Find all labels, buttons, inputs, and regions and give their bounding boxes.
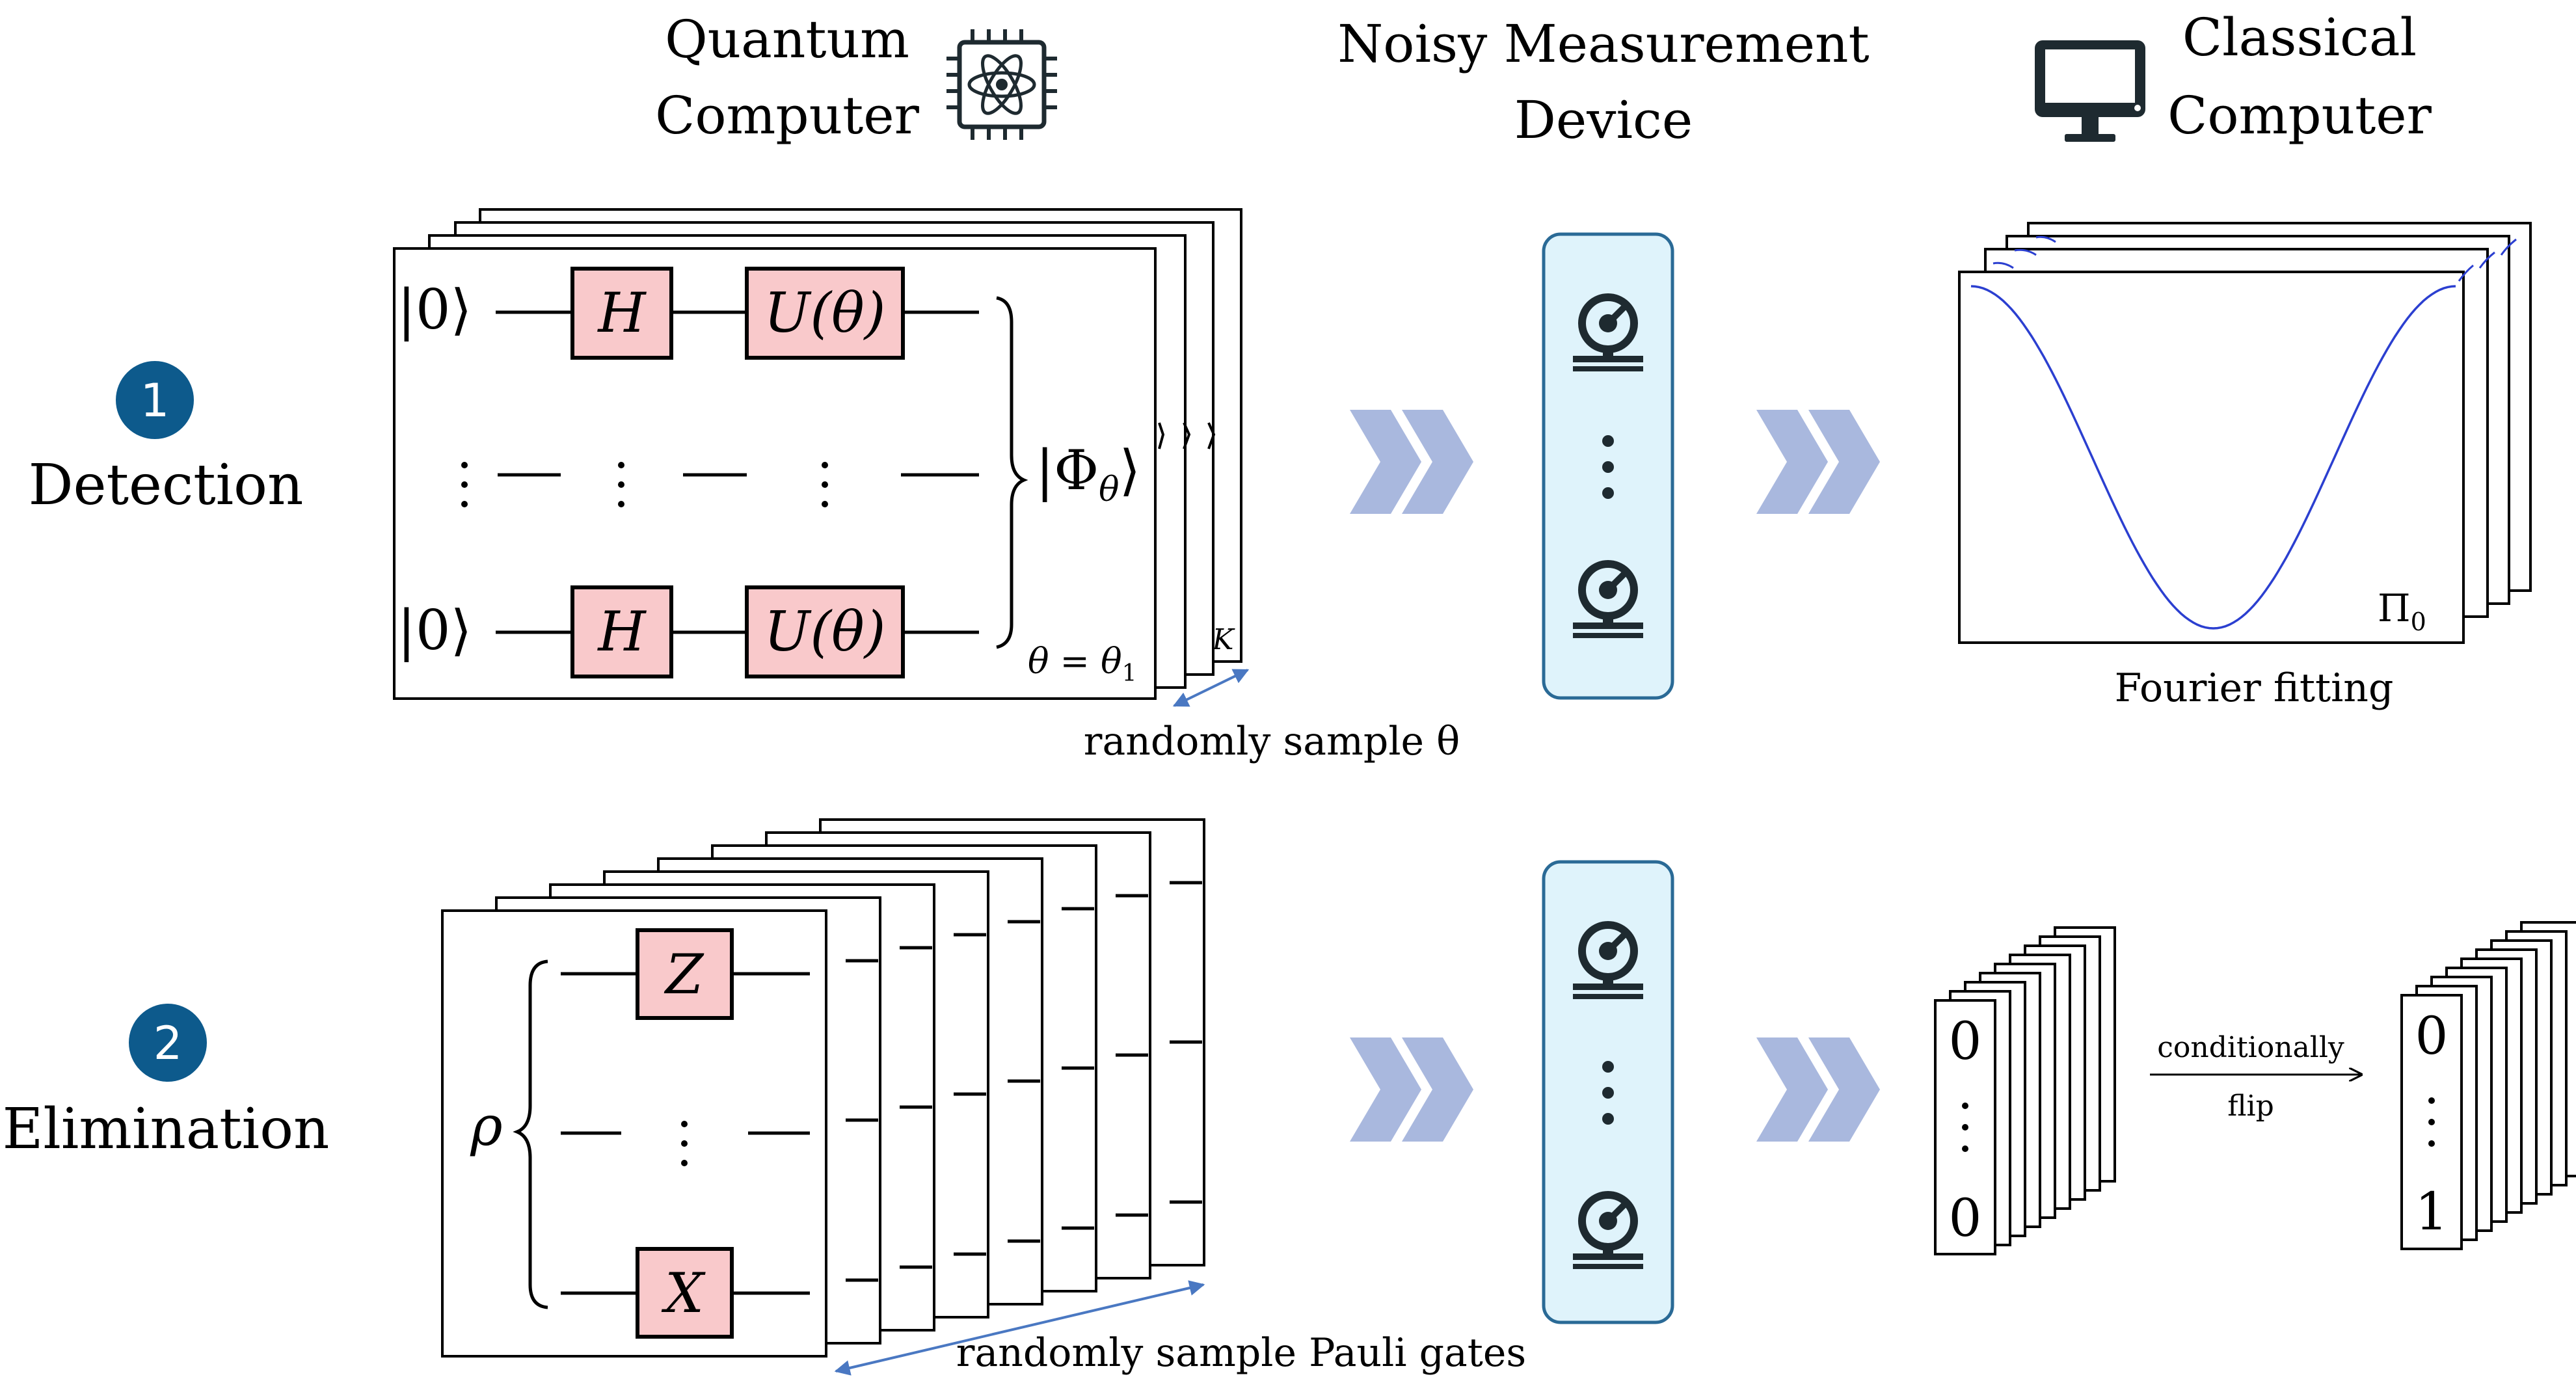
stage-detection: 1 Detection — [29, 361, 304, 518]
stage-number-1: 1 — [141, 374, 170, 427]
svg-text:U(θ): U(θ) — [764, 281, 886, 345]
header-quantum-computer: Quantum Computer — [655, 9, 1057, 146]
detection-sample-label: randomly sample θ — [1084, 719, 1460, 764]
header-quantum-line-1: Quantum — [665, 9, 909, 70]
theta-equals-label: θ = θ1 — [1028, 641, 1137, 687]
stage-elimination: 2 Elimination — [3, 1004, 330, 1162]
bit-before-top: 0 — [1949, 1011, 1982, 1071]
fourier-fitted-curve — [1970, 285, 2456, 630]
header-classical-computer: Classical Computer — [2035, 7, 2432, 146]
ket-zero-top: |0⟩ — [397, 278, 472, 341]
detection-k-label: K — [1212, 623, 1235, 656]
elimination-sample-arrow — [834, 1280, 1205, 1376]
header-measurement-line-1: Noisy Measurement — [1337, 14, 1869, 74]
bit-after-bottom: 1 — [2415, 1181, 2449, 1242]
header-classical-line-1: Classical — [2182, 7, 2417, 68]
measurement-device-detection — [1542, 232, 1674, 700]
bitstring-after-front: 0 1 — [2400, 994, 2463, 1250]
chevron-icon — [1756, 410, 1880, 514]
gate-u-bottom: U(θ) — [745, 585, 905, 678]
flip-label-line-2: flip — [2227, 1090, 2274, 1123]
bit-before-bottom: 0 — [1949, 1188, 1982, 1248]
elimination-sample-label: randomly sample Pauli gates — [956, 1330, 1526, 1376]
svg-text:X: X — [661, 1261, 706, 1325]
fourier-plot-stack — [1958, 222, 2532, 644]
fourier-fitting-label: Fourier fitting — [2115, 665, 2394, 711]
pi-zero-label: Π0 — [2378, 586, 2426, 636]
header-classical-line-2: Computer — [2167, 85, 2432, 146]
plot-sheet-front — [1958, 271, 2465, 644]
monitor-icon — [2035, 40, 2145, 142]
quantum-chip-icon — [946, 29, 1057, 140]
gate-h-bottom: H — [570, 585, 673, 678]
stage-badge-2 — [129, 1004, 207, 1082]
header-measurement-line-2: Device — [1514, 90, 1693, 150]
gate-x: X — [636, 1247, 734, 1339]
plot-back-curves — [1992, 235, 2517, 282]
stage-badge-1 — [116, 361, 194, 439]
detection-sheet-edge-kets — [1158, 422, 1216, 449]
rho-label: ρ — [470, 1094, 502, 1158]
vertical-dots-elimination — [681, 1121, 688, 1166]
measurement-device-elimination — [1542, 860, 1674, 1324]
chevron-icon — [1350, 410, 1473, 514]
svg-text:H: H — [597, 600, 647, 663]
stage-label-detection: Detection — [29, 453, 304, 518]
bit-after-top: 0 — [2415, 1006, 2449, 1066]
gate-h-top: H — [570, 267, 673, 360]
conditional-flip: conditionally flip — [2150, 1031, 2363, 1123]
detection-circuit: |0⟩ |0⟩ H U(θ) H U(θ) — [397, 267, 1140, 687]
gate-z: Z — [636, 928, 734, 1020]
svg-text:H: H — [597, 281, 647, 345]
elimination-circuit: ρ Z X — [470, 928, 810, 1339]
stage-number-2: 2 — [154, 1017, 183, 1070]
svg-text:U(θ): U(θ) — [764, 600, 886, 663]
elimination-brace — [513, 959, 548, 1309]
stage-label-elimination: Elimination — [3, 1097, 330, 1162]
flip-label-line-1: conditionally — [2157, 1031, 2344, 1064]
header-quantum-line-2: Computer — [655, 85, 919, 146]
chevron-icon — [1756, 1037, 1880, 1142]
svg-text:Z: Z — [664, 943, 704, 1006]
detection-sample-arrow — [1172, 669, 1250, 707]
header-noisy-measurement-device: Noisy Measurement Device — [1337, 14, 1869, 150]
gate-u-top: U(θ) — [745, 267, 905, 360]
pauli-circuit-stack — [441, 818, 1205, 1358]
vertical-dots-detection — [461, 462, 828, 507]
detection-brace — [996, 296, 1028, 649]
state-phi: |Φθ⟩ — [1036, 438, 1140, 509]
chevron-icon — [1350, 1037, 1473, 1142]
bitstring-before-front: 0 0 — [1934, 999, 1996, 1255]
ket-zero-bottom: |0⟩ — [397, 598, 472, 662]
